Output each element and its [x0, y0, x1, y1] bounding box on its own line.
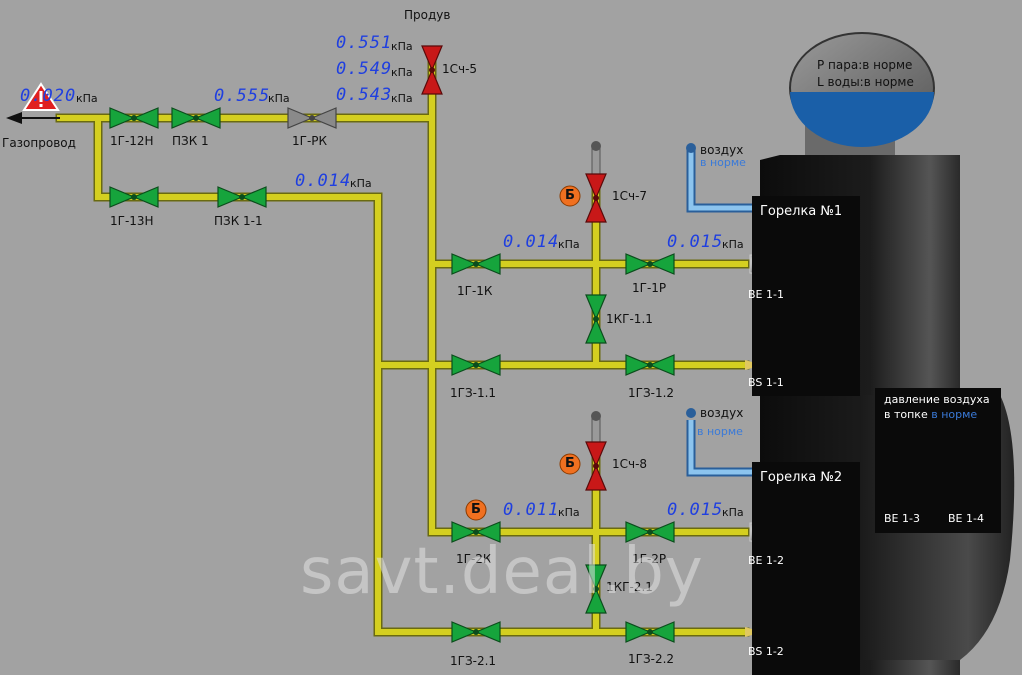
ve-1-1-label: ВЕ 1-1: [748, 288, 784, 301]
burner-1-title: Горелка №1: [760, 204, 843, 219]
valve-1g-2r[interactable]: [625, 521, 675, 543]
reading-burner1-end: 0.015: [667, 232, 724, 252]
valve-1g-rk[interactable]: [287, 107, 337, 129]
valve-label-1kg-1-1: 1КГ-1.1: [606, 312, 653, 326]
ve-1-2-label: ВЕ 1-2: [748, 554, 784, 567]
valve-1gz-2-1[interactable]: [451, 621, 501, 643]
alarm-icon[interactable]: [22, 82, 60, 111]
burner-1-panel: Горелка №1: [752, 196, 860, 396]
water-level-status: L воды:в норме: [817, 75, 914, 89]
ve-1-4-label: ВЕ 1-4: [948, 512, 984, 525]
furnace-panel: давление воздуха в топке в норме: [875, 388, 1001, 533]
valve-1gz-2-2[interactable]: [625, 621, 675, 643]
valve-label-1gz-2-2: 1ГЗ-2.2: [628, 652, 675, 666]
gas-pipe-label: Газопровод: [2, 136, 76, 150]
valve-label-1gz-2-1: 1ГЗ-2.1: [450, 654, 497, 668]
steam-pressure-status: Р пара:в норме: [817, 58, 913, 72]
bs-1-1-label: BS 1-1: [748, 376, 784, 389]
unit-purge-3: кПа: [391, 92, 413, 105]
valve-1g-12n[interactable]: [109, 107, 159, 129]
valve-label-1g-2k: 1Г-2К: [456, 552, 492, 566]
reading-burner2-end: 0.015: [667, 500, 724, 520]
valve-1g-13n[interactable]: [109, 186, 159, 208]
valve-1sch-5[interactable]: [421, 45, 443, 95]
air-label-2: воздух: [700, 406, 744, 420]
air-label-1: воздух: [700, 143, 744, 157]
valve-label-1g-rk: 1Г-РК: [292, 134, 328, 148]
reading-purge-3: 0.543: [336, 85, 393, 105]
watermark: savt.deal.by: [300, 535, 704, 609]
valve-label-1sch-7: 1Сч-7: [612, 189, 648, 203]
unit-after-pzk11: кПа: [350, 177, 372, 190]
valve-1kg-2-1[interactable]: [585, 564, 607, 614]
valve-1g-1r[interactable]: [625, 253, 675, 275]
unit-inlet: кПа: [76, 92, 98, 105]
unit-purge-2: кПа: [391, 66, 413, 79]
marker-b-1sch8-bg: [559, 453, 581, 475]
air-status-1: в норме: [700, 156, 746, 169]
air-pipe-2: [686, 408, 752, 477]
unit-burner2-end: кПа: [722, 506, 744, 519]
valve-label-1g-2r: 1Г-2Р: [632, 552, 667, 566]
bs-1-2-label: BS 1-2: [748, 645, 784, 658]
valve-pzk-1[interactable]: [171, 107, 221, 129]
ve-1-3-label: ВЕ 1-3: [884, 512, 920, 525]
unit-burner2-mid: кПа: [558, 506, 580, 519]
valve-1kg-1-1[interactable]: [585, 294, 607, 344]
inlet-arrow: [6, 112, 22, 124]
reading-purge-1: 0.551: [336, 33, 393, 53]
valve-1sch-8[interactable]: [585, 441, 607, 491]
reading-burner2-mid: 0.011: [503, 500, 560, 520]
boiler-drum: [789, 32, 935, 170]
purge-candle-1: [591, 141, 601, 175]
valve-pzk-1-1[interactable]: [217, 186, 267, 208]
valve-1sch-7[interactable]: [585, 173, 607, 223]
reading-burner1-mid: 0.014: [503, 232, 560, 252]
valve-label-1g-12n: 1Г-12Н: [110, 134, 154, 148]
valve-label-1kg-2-1: 1КГ-2.1: [606, 580, 653, 594]
reading-inlet: 0.020: [20, 86, 77, 106]
valve-label-1gz-1-2: 1ГЗ-1.2: [628, 386, 675, 400]
valve-label-1g-1k: 1Г-1К: [457, 284, 493, 298]
marker-b-1g2k-bg: [465, 499, 487, 521]
marker-b-1sch7: Б: [565, 188, 575, 203]
valve-label-pzk-1: ПЗК 1: [172, 134, 209, 148]
purge-candle-2: [591, 411, 601, 443]
valve-1g-2k[interactable]: [451, 521, 501, 543]
unit-purge-1: кПа: [391, 40, 413, 53]
burner-2-panel: Горелка №2: [752, 462, 860, 675]
valve-label-pzk-1-1: ПЗК 1-1: [214, 214, 263, 228]
purge-label: Продув: [404, 8, 451, 22]
marker-b-1sch7-bg: [559, 185, 581, 207]
valve-1gz-1-1[interactable]: [451, 354, 501, 376]
valve-label-1gz-1-1: 1ГЗ-1.1: [450, 386, 497, 400]
unit-burner1-end: кПа: [722, 238, 744, 251]
valve-label-1sch-8: 1Сч-8: [612, 457, 648, 471]
furnace-pressure-label: давление воздуха: [884, 393, 990, 406]
valve-1g-1k[interactable]: [451, 253, 501, 275]
furnace-status: в норме: [931, 408, 978, 421]
marker-b-1sch8: Б: [565, 456, 575, 471]
unit-burner1-mid: кПа: [558, 238, 580, 251]
furnace-label-2: в топке: [884, 408, 928, 421]
marker-b-1g2k: Б: [471, 502, 481, 517]
reading-after-pzk11: 0.014: [295, 171, 352, 191]
burner-2-title: Горелка №2: [760, 470, 843, 485]
air-pipe-1: [686, 143, 752, 213]
reading-after-pzk1: 0.555: [214, 86, 271, 106]
unit-after-pzk1: кПа: [268, 92, 290, 105]
reading-purge-2: 0.549: [336, 59, 393, 79]
valve-label-1g-1r: 1Г-1Р: [632, 281, 667, 295]
valve-label-1g-13n: 1Г-13Н: [110, 214, 154, 228]
valve-label-1sch-5: 1Сч-5: [442, 62, 478, 76]
air-status-2: в норме: [697, 425, 743, 438]
valve-1gz-1-2[interactable]: [625, 354, 675, 376]
